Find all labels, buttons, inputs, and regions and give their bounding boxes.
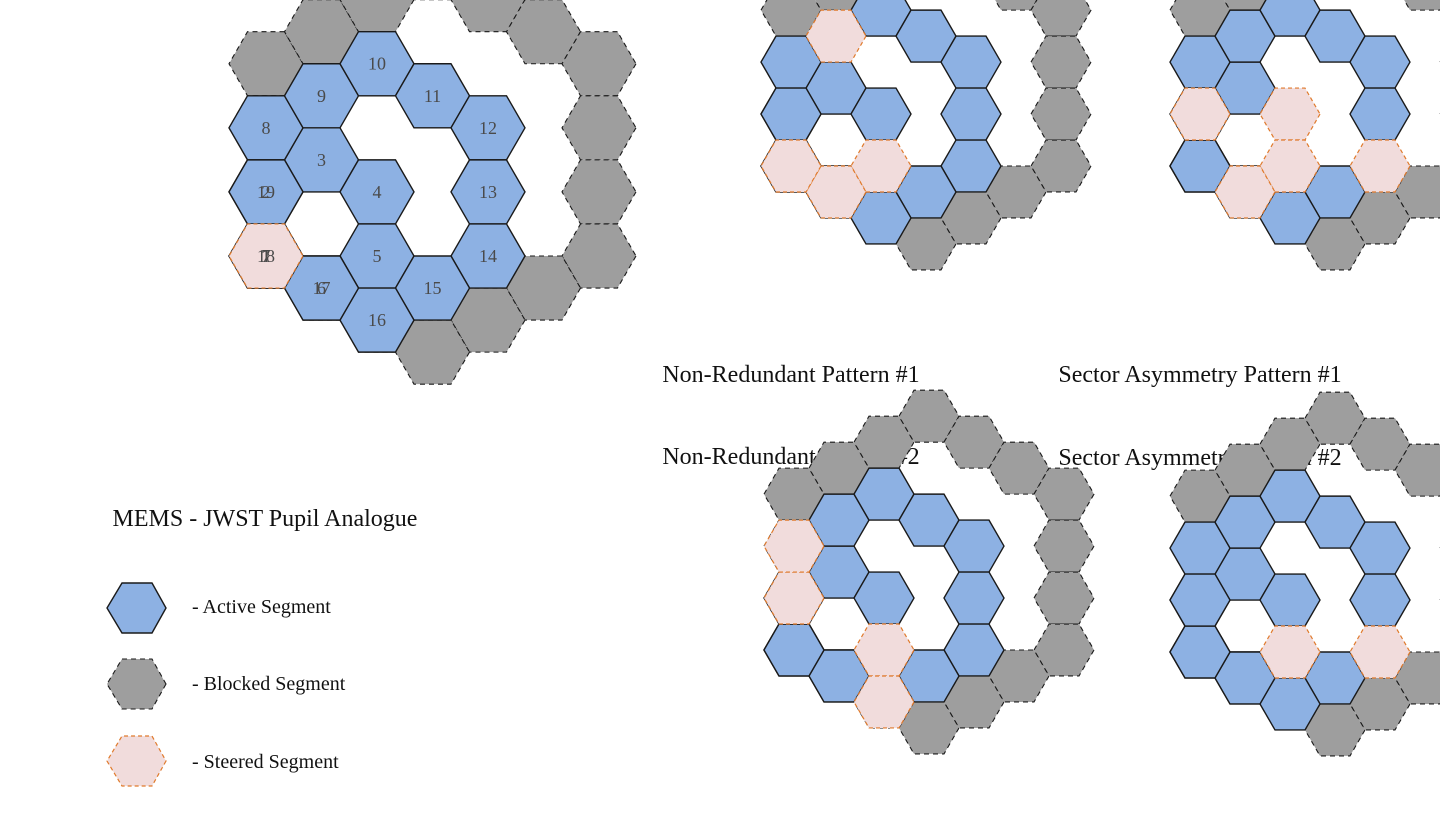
pattern-sa1-title: Sector Asymmetry Pattern #1: [1058, 362, 1341, 388]
nr2-blocked-segment: [988, 649, 1050, 703]
pattern-non-redundant-2: [763, 389, 1095, 755]
nr1-steered-segment-9: [805, 9, 867, 63]
segment-number-label: 8: [262, 118, 271, 138]
nr1-blocked-segment: [1030, 139, 1092, 193]
main-diagram-title: MEMS - JWST Pupil Analogue: [113, 506, 418, 532]
sa1-steered-segment-2: [1169, 87, 1231, 141]
segment-number-label: 12: [479, 118, 497, 138]
legend-blocked-swatch: [106, 658, 167, 710]
nr1-blocked-segment: [895, 217, 957, 271]
sa1-active-segment-13: [1349, 87, 1411, 141]
pattern-non-redundant-1: [760, 0, 1092, 271]
sa1-blocked-segment: [1394, 165, 1440, 219]
nr2-blocked-segment: [943, 675, 1005, 729]
sa2-active-segment-13: [1349, 573, 1411, 627]
segment-number-label: 5: [373, 246, 382, 266]
segment-number-label: 9: [317, 86, 326, 106]
nr2-steered-segment-16: [853, 675, 915, 729]
nr1-steered-segment-18: [760, 139, 822, 193]
sa2-active-segment-19: [1169, 573, 1231, 627]
nr2-steered-segment-8: [763, 519, 825, 573]
sa1-blocked-segment: [1403, 0, 1440, 11]
nr1-blocked-segment: [1030, 0, 1092, 37]
legend-active-label: - Active Segment: [192, 596, 331, 618]
segment-number-label: 4: [373, 182, 382, 202]
segment-number-label: 14: [479, 246, 497, 266]
segment-number-label: 11: [424, 86, 441, 106]
nr1-steered-segment-5: [850, 139, 912, 193]
nr1-blocked-segment: [1030, 87, 1092, 141]
sa2-steered-segment-14: [1349, 625, 1411, 679]
nr2-blocked-segment: [898, 701, 960, 755]
legend: - Active Segment - Blocked Segment - Ste…: [106, 582, 346, 787]
legend-steered-label: - Steered Segment: [192, 751, 339, 773]
segment-number-label: 19: [257, 182, 275, 202]
segment-number-label: 13: [479, 182, 497, 202]
sa1-steered-segment-6: [1214, 165, 1276, 219]
pattern-sector-asymmetry-2: [1169, 391, 1440, 757]
nr1-blocked-segment: [1030, 35, 1092, 89]
nr1-steered-segment-17: [805, 165, 867, 219]
sa1-steered-segment-14: [1349, 139, 1411, 193]
main-blocked-segment: [561, 95, 637, 161]
legend-blocked-label: - Blocked Segment: [192, 673, 346, 695]
pattern-sector-asymmetry-1: [1169, 0, 1440, 271]
segment-number-label: 3: [317, 150, 326, 170]
legend-active-swatch: [106, 582, 167, 634]
sa2-blocked-segment: [1394, 443, 1440, 497]
sa1-blocked-segment: [1349, 191, 1411, 245]
segment-number-label: 15: [424, 278, 442, 298]
sa2-steered-segment-5: [1259, 625, 1321, 679]
nr2-active-segment-13: [943, 571, 1005, 625]
nr1-active-segment-13: [940, 87, 1002, 141]
sa1-steered-segment-5: [1259, 139, 1321, 193]
sa2-blocked-segment: [1349, 677, 1411, 731]
segment-number-label: 2: [262, 182, 271, 202]
segment-number-label: 1: [262, 246, 271, 266]
segment-number-label: 10: [368, 54, 386, 74]
nr1-blocked-segment: [985, 165, 1047, 219]
nr2-blocked-segment: [1033, 623, 1095, 677]
pattern-nr1-title: Non-Redundant Pattern #1: [662, 362, 919, 388]
nr2-blocked-segment: [1033, 519, 1095, 573]
segment-number-label: 6: [317, 278, 326, 298]
nr2-blocked-segment: [1033, 571, 1095, 625]
segment-number-label: 18: [257, 246, 275, 266]
sa2-blocked-segment: [1394, 651, 1440, 705]
sa2-blocked-segment: [1304, 703, 1366, 757]
legend-steered-swatch: [106, 735, 167, 787]
segment-number-label: 16: [368, 310, 386, 330]
nr1-blocked-segment: [940, 191, 1002, 245]
segment-number-label: 7: [262, 246, 271, 266]
sa1-blocked-segment: [1304, 217, 1366, 271]
segment-number-label: 17: [313, 278, 331, 298]
main-steered-segment-1: [228, 223, 304, 289]
main-blocked-segment: [561, 159, 637, 225]
